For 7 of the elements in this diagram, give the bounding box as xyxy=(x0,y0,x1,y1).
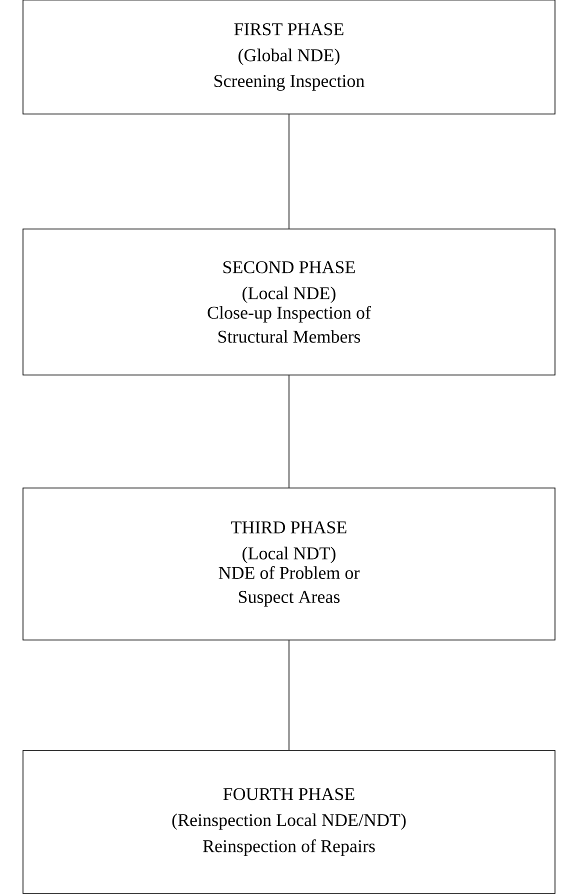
process-box: SECOND PHASE (Local NDE) Close-up Inspection of Structural Members xyxy=(22,228,556,376)
process-box: THIRD PHASE (Local NDT) NDE of Problem or Suspect Areas xyxy=(22,488,556,640)
process-box: FOURTH PHASE (Reinspection Local NDE/NDT) Reinspection of Repairs xyxy=(22,750,556,894)
process-box: FIRST PHASE (Global NDE) Screening Inspection xyxy=(22,0,556,114)
connector-line xyxy=(288,375,290,488)
connector-line xyxy=(288,114,290,229)
connector-line xyxy=(288,640,290,750)
